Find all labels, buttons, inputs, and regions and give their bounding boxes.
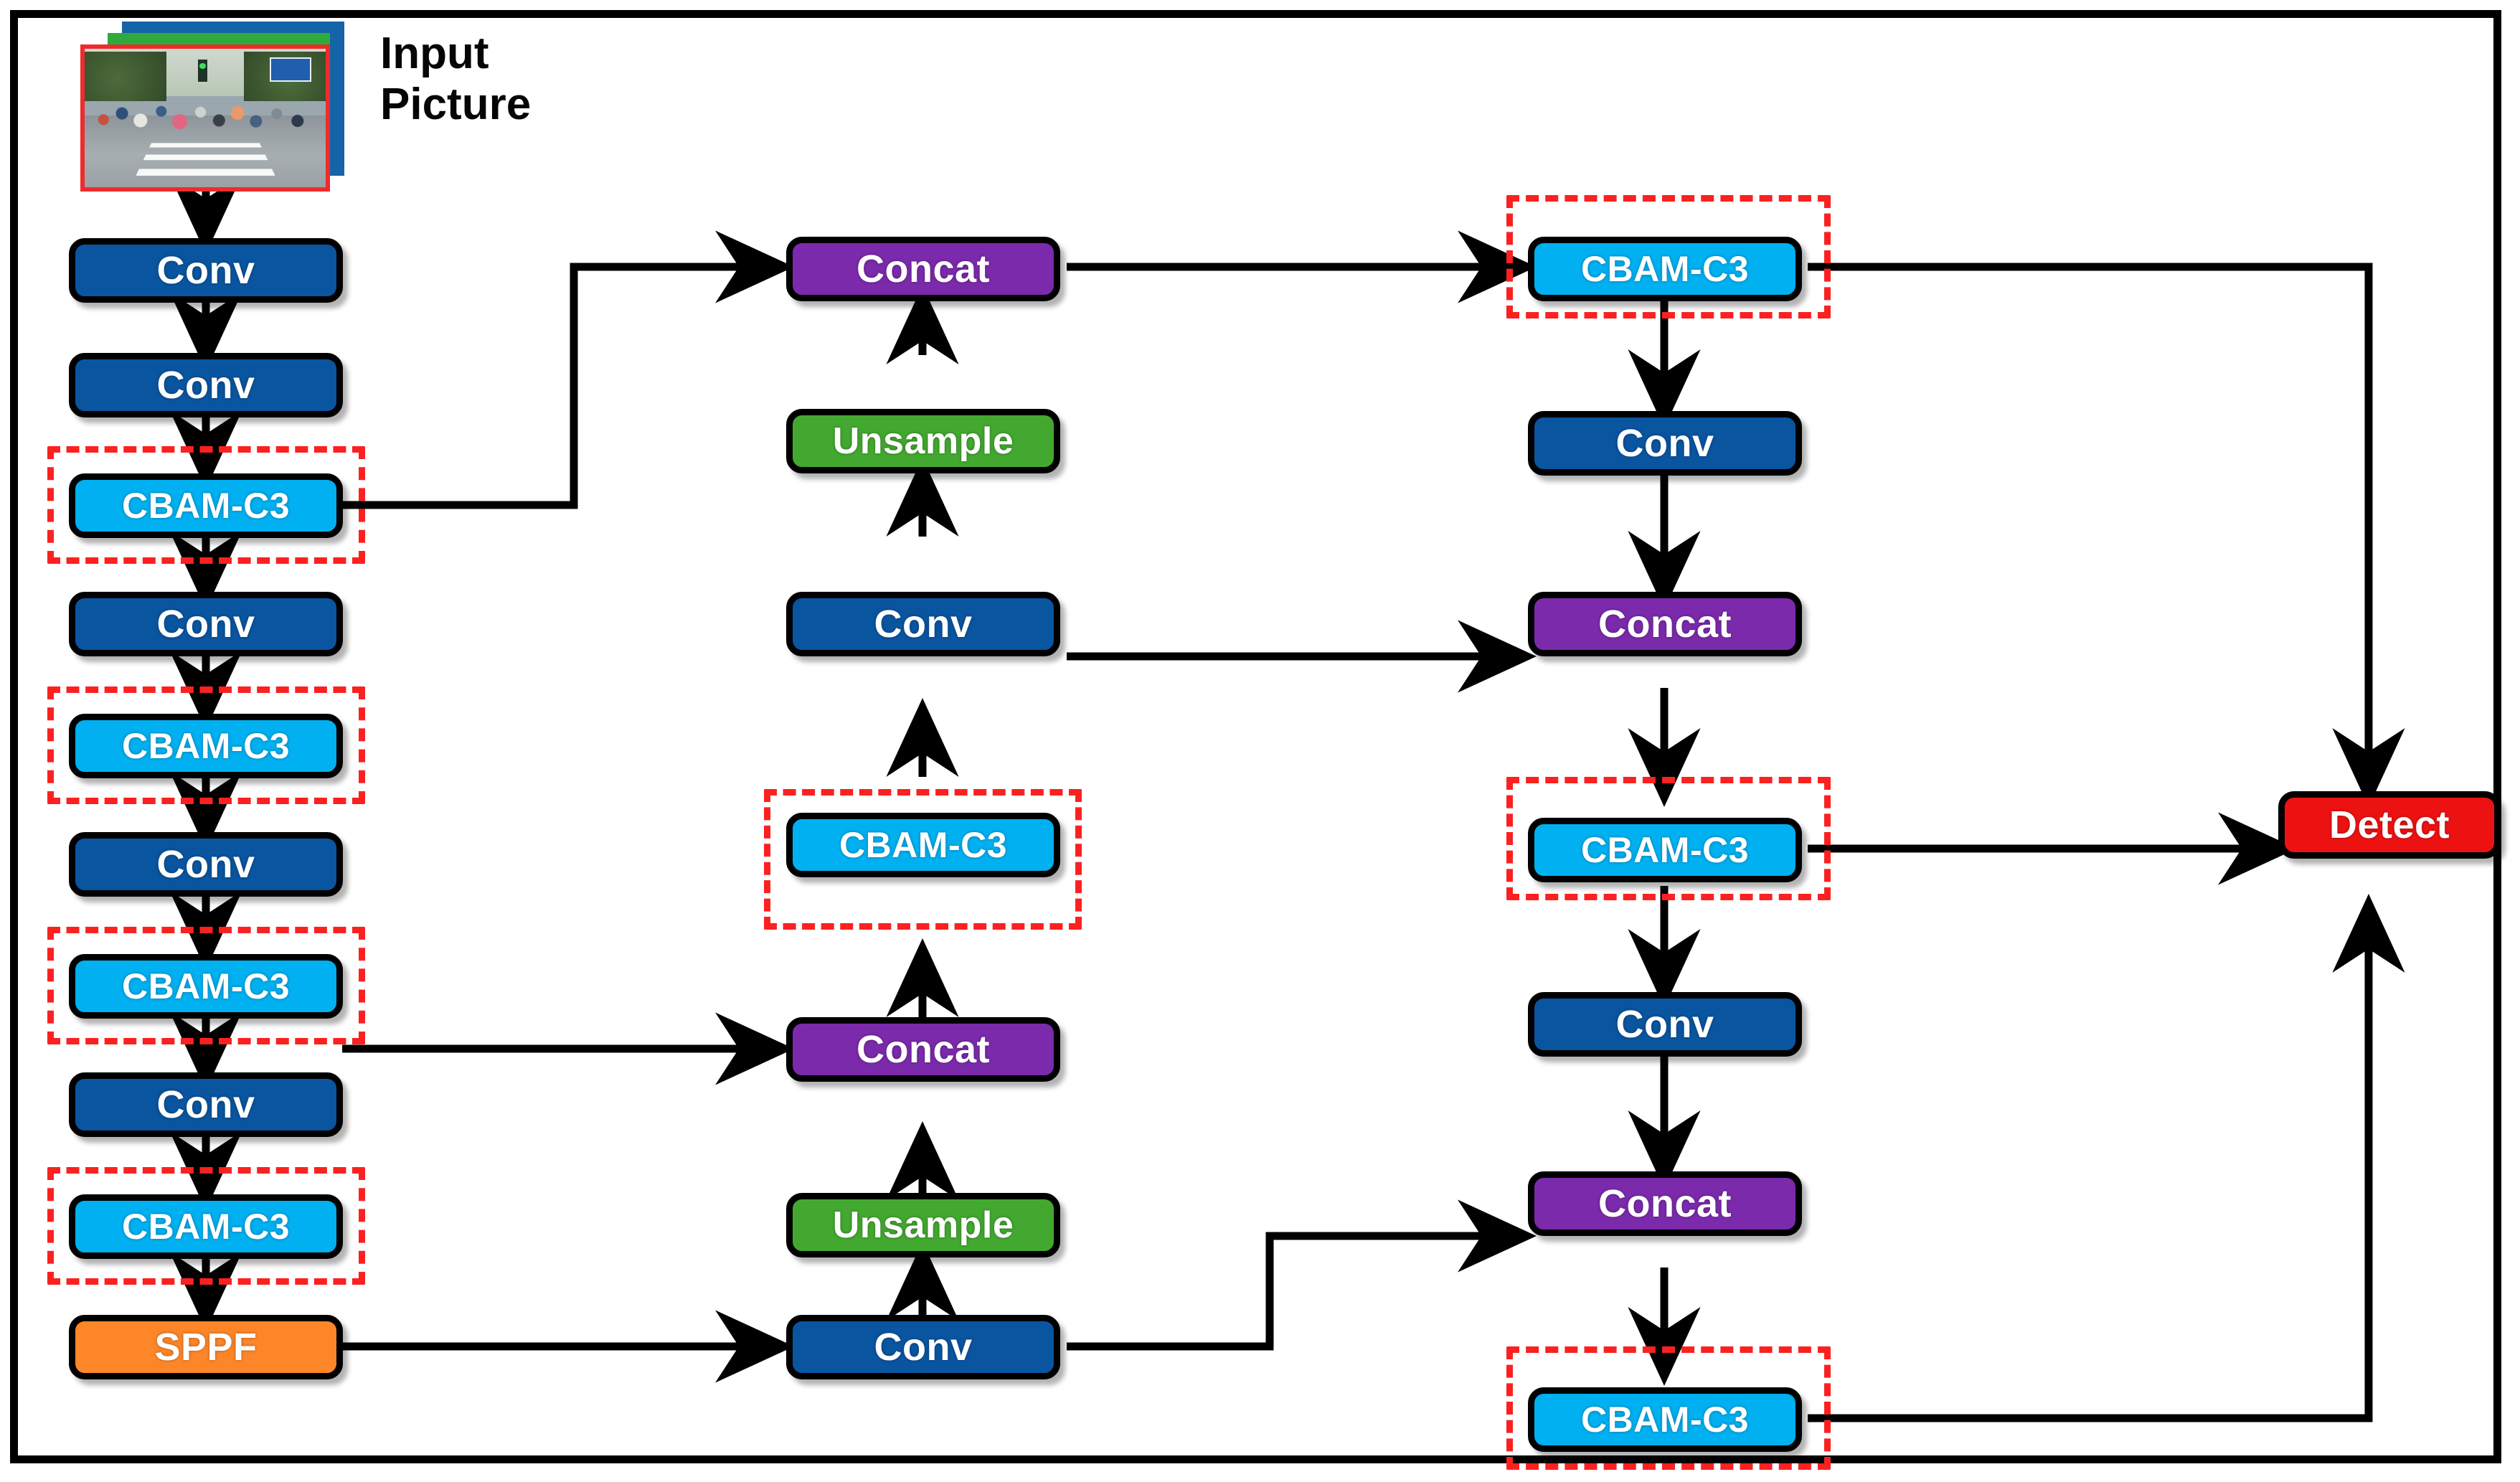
node-neck-upsample-2[interactable]: Unsample — [786, 1193, 1060, 1257]
node-backbone-conv-5[interactable]: Conv — [69, 1072, 343, 1137]
highlight-box-head-cbam3 — [1506, 1346, 1831, 1470]
input-picture-label: Input Picture — [380, 29, 532, 129]
highlight-box-head-cbam1 — [1506, 195, 1831, 318]
node-backbone-cbam-c3-2[interactable]: CBAM-C3 — [69, 714, 343, 778]
node-backbone-conv-2[interactable]: Conv — [69, 353, 343, 417]
node-backbone-conv-1[interactable]: Conv — [69, 238, 343, 303]
highlight-box-backbone-cbam1 — [47, 446, 365, 564]
node-neck-cbam-c3-1[interactable]: CBAM-C3 — [786, 813, 1060, 877]
node-head-cbam-c3-3[interactable]: CBAM-C3 — [1528, 1387, 1802, 1452]
highlight-box-backbone-cbam2 — [47, 686, 365, 804]
node-backbone-sppf[interactable]: SPPF — [69, 1315, 343, 1379]
highlight-box-head-cbam2 — [1506, 777, 1831, 900]
node-neck-concat-1[interactable]: Concat — [786, 237, 1060, 301]
highlight-box-backbone-cbam4 — [47, 1167, 365, 1285]
photo-road-sign — [270, 57, 311, 82]
photo-crowd — [89, 94, 321, 136]
node-backbone-cbam-c3-4[interactable]: CBAM-C3 — [69, 1194, 343, 1259]
node-head-concat-2[interactable]: Concat — [1528, 1171, 1802, 1236]
diagram-border — [10, 10, 2501, 1463]
highlight-box-neck-cbam1 — [764, 789, 1082, 930]
photo-trees-left — [85, 51, 167, 102]
node-detect[interactable]: Detect — [2278, 791, 2501, 859]
node-head-cbam-c3-2[interactable]: CBAM-C3 — [1528, 818, 1802, 882]
highlight-box-backbone-cbam3 — [47, 927, 365, 1044]
node-neck-concat-2[interactable]: Concat — [786, 1017, 1060, 1082]
node-backbone-cbam-c3-3[interactable]: CBAM-C3 — [69, 954, 343, 1019]
node-head-conv-1[interactable]: Conv — [1528, 411, 1802, 476]
node-head-concat-1[interactable]: Concat — [1528, 592, 1802, 656]
input-picture-stack — [70, 22, 357, 194]
node-head-cbam-c3-1[interactable]: CBAM-C3 — [1528, 237, 1802, 301]
node-backbone-conv-4[interactable]: Conv — [69, 832, 343, 897]
node-neck-conv-2[interactable]: Conv — [786, 1315, 1060, 1379]
node-head-conv-2[interactable]: Conv — [1528, 992, 1802, 1057]
node-neck-conv-1[interactable]: Conv — [786, 592, 1060, 656]
input-photo — [80, 44, 330, 192]
node-backbone-cbam-c3-1[interactable]: CBAM-C3 — [69, 473, 343, 538]
node-neck-upsample-1[interactable]: Unsample — [786, 409, 1060, 473]
photo-crosswalk — [131, 142, 280, 187]
photo-traffic-light — [197, 60, 208, 82]
node-backbone-conv-3[interactable]: Conv — [69, 592, 343, 656]
